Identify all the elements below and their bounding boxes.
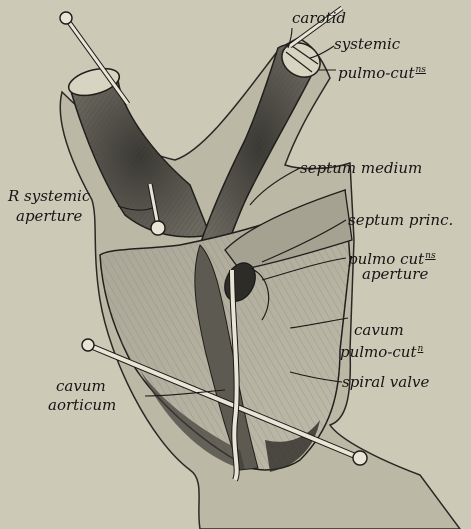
label-cavum-line2-base: pulmo-cut: [340, 343, 416, 361]
label-r-systemic-line1: R systemic: [8, 188, 90, 204]
label-septum-medium: septum medium: [300, 160, 422, 176]
label-pulmo-cut-aperture-sup: ns: [425, 251, 435, 261]
label-cavum-aorticum-line2: aorticum: [48, 397, 116, 413]
label-cavum-aorticum-line1: cavum: [56, 378, 106, 394]
label-pulmo-cut: pulmo-cutns: [338, 62, 426, 81]
label-cavum-line1: cavum: [354, 322, 404, 338]
label-septum-princ: septum princ.: [348, 212, 453, 228]
label-pulmo-cut-aperture-line2: aperture: [362, 266, 428, 282]
label-r-systemic-line2: aperture: [16, 208, 82, 224]
label-spiral-valve: spiral valve: [342, 374, 429, 390]
label-pulmo-cut-sup: ns: [415, 65, 425, 75]
label-systemic: systemic: [334, 36, 400, 52]
label-cavum-line2: pulmo-cutn: [340, 341, 423, 360]
label-pulmo-cut-base: pulmo-cut: [338, 64, 414, 82]
label-carotid: carotid: [292, 10, 346, 26]
label-cavum-line2-sup: n: [417, 344, 423, 354]
